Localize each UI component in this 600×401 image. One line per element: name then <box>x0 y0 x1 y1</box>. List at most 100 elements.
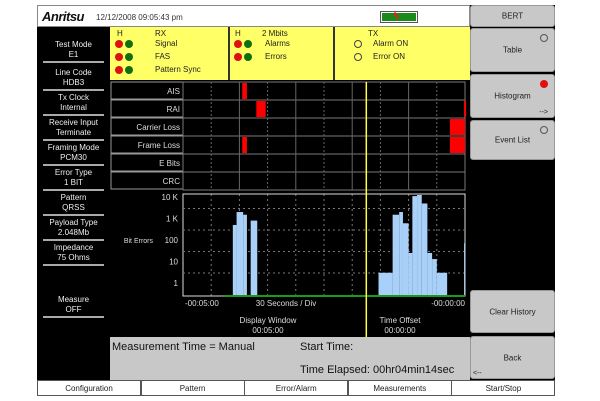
tx-title: TX <box>368 29 379 38</box>
setting-value: PCM30 <box>60 153 87 162</box>
histogram-bar <box>436 272 448 296</box>
back-button[interactable]: Back <-- <box>470 336 555 379</box>
histogram-bar <box>250 220 258 296</box>
histogram-bar <box>417 195 422 296</box>
tab-measurements[interactable]: Measurements <box>347 380 452 396</box>
histogram-bar <box>378 272 393 296</box>
status-panel: H RX Signal FAS Pattern Sync H 2 Mbits A… <box>110 27 470 80</box>
tab-pattern[interactable]: Pattern <box>140 380 245 396</box>
alarm-event-mark <box>449 119 465 135</box>
datetime: 12/12/2008 09:05:43 pm <box>96 13 183 22</box>
setting-value: 75 Ohms <box>57 253 90 262</box>
history-led-icon <box>115 53 123 61</box>
tx-status: TX Alarm ON Error ON <box>335 27 470 80</box>
rx-status: H RX Signal FAS Pattern Sync <box>110 27 230 80</box>
signal-label: Signal <box>155 39 178 48</box>
alarm-row-label: E Bits <box>159 159 180 168</box>
histogram-button[interactable]: Histogram --> <box>470 74 555 118</box>
pattern-sync-indicators <box>115 66 134 76</box>
setting-label: Test Mode <box>55 40 92 49</box>
setting-label: Line Code <box>55 68 92 77</box>
fas-label: FAS <box>155 52 171 61</box>
arrow-icon: --> <box>539 109 548 116</box>
histogram-bar <box>399 212 403 296</box>
history-led-icon <box>115 66 123 74</box>
tab-start-stop[interactable]: Start/Stop <box>451 380 556 396</box>
setting-value: 2.048Mb <box>57 228 90 237</box>
y-tick-label: 10 <box>169 258 178 267</box>
setting-value: 1 BIT <box>63 178 84 187</box>
error-on-label: Error ON <box>373 52 405 61</box>
button-label: Back <box>503 353 522 362</box>
measurement-mode: Measurement Time = Manual <box>112 341 255 353</box>
display-window-label: Display Window <box>240 316 297 325</box>
event-list-button[interactable]: Event List <box>470 120 555 160</box>
y-tick-label: 100 <box>165 236 179 245</box>
alarm-event-mark <box>256 101 266 117</box>
y-axis-label: Bit Errors <box>124 238 154 245</box>
button-label: Clear History <box>489 307 536 316</box>
table-button[interactable]: Table <box>470 28 555 72</box>
anritsu-logo: Anritsu <box>42 9 85 24</box>
button-label: Histogram <box>494 91 531 101</box>
tab-error-alarm[interactable]: Error/Alarm <box>244 380 349 396</box>
x-division-label: 30 Seconds / Div <box>256 299 316 308</box>
alarm-event-mark <box>242 137 247 153</box>
clear-history-button[interactable]: Clear History <box>470 290 555 333</box>
error-on-indicator-icon <box>354 53 362 61</box>
alarms-label: Alarms <box>265 39 290 48</box>
time-offset-value: 00:00:00 <box>384 326 416 335</box>
setting-value: Terminate <box>55 128 92 137</box>
alarm-event-mark <box>449 137 465 153</box>
alarm-event-mark <box>464 101 467 117</box>
alarm-row-label: Carrier Loss <box>136 123 180 132</box>
setting-value: E1 <box>68 50 79 59</box>
time-elapsed: Time Elapsed: 00hr04min14sec <box>300 364 455 376</box>
alarm-event-mark <box>242 83 247 99</box>
current-led-icon <box>244 40 253 48</box>
history-led-icon <box>234 40 242 48</box>
current-led-icon <box>125 66 134 74</box>
current-led-icon <box>244 53 253 61</box>
mbits-title: 2 Mbits <box>262 29 288 38</box>
start-time: Start Time: <box>300 341 354 353</box>
measurement-bar: Measurement Time = Manual Start Time: Ti… <box>110 337 470 380</box>
arrow-icon: <-- <box>473 370 482 377</box>
fas-indicators <box>115 53 134 63</box>
y-tick-label: 1 <box>174 279 179 288</box>
tab-configuration[interactable]: Configuration <box>37 380 141 396</box>
history-led-icon <box>115 40 123 48</box>
histogram-bar <box>412 196 418 296</box>
y-tick-label: 1 K <box>166 215 179 224</box>
alarm-on-label: Alarm ON <box>373 39 409 48</box>
setting-label: Receive Input <box>49 118 98 127</box>
current-led-icon <box>125 53 134 61</box>
rx-title: RX <box>155 29 167 38</box>
alarm-row-label: AIS <box>167 87 180 96</box>
setting-value: QRSS <box>62 203 85 212</box>
display-window-value: 00:05:00 <box>252 326 284 335</box>
errors-label: Errors <box>265 52 287 61</box>
x-right-label: -00:00:00 <box>431 299 465 308</box>
alarm-row-label: RAI <box>167 105 180 114</box>
setting-label: Tx Clock <box>57 93 90 102</box>
setting-label: Impedance <box>53 243 94 252</box>
setting-value: HDB3 <box>62 78 85 87</box>
mbits-h-label: H <box>235 29 241 38</box>
setting-label: Framing Mode <box>47 143 100 152</box>
alarm-row-label: Frame Loss <box>138 141 180 150</box>
menu-title: BERT <box>470 5 555 27</box>
setting-label: Error Type <box>54 168 93 177</box>
histogram-bar <box>236 212 244 296</box>
current-led-icon <box>125 40 134 48</box>
histogram-bar <box>402 223 409 296</box>
rx-h-label: H <box>117 29 123 38</box>
